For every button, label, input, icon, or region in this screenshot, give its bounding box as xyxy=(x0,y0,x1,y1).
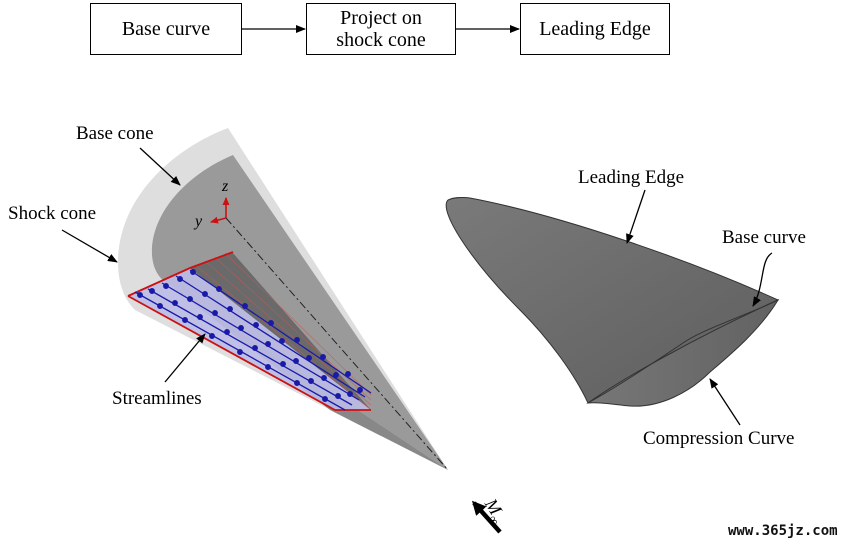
base-curve-pointer xyxy=(752,252,773,307)
flow-step-leading-edge-text: Leading Edge xyxy=(539,18,651,40)
waverider-lower-surface xyxy=(586,298,780,407)
compression-curve-pointer xyxy=(709,378,741,426)
axis-y-label: y xyxy=(195,213,203,230)
base-cone-rulings xyxy=(194,252,372,411)
streamlines-pointer xyxy=(164,333,206,383)
shock-cone-pointer xyxy=(61,229,118,263)
axis-y-arrow xyxy=(210,216,227,224)
streamline-group xyxy=(134,269,372,411)
compression-curve-label: Compression Curve xyxy=(643,428,795,449)
base-cone-label: Base cone xyxy=(76,123,154,144)
flow-step-base-curve: Base curve xyxy=(90,3,242,55)
flow-step-project: Project on shock cone xyxy=(306,3,456,55)
base-cone-pointer xyxy=(139,147,181,186)
shock-cone-label: Shock cone xyxy=(8,203,97,224)
flow-step-base-curve-text: Base curve xyxy=(121,18,211,40)
watermark: www.365jz.com xyxy=(728,523,838,539)
flow-step-project-text: Project on shock cone xyxy=(336,7,426,51)
freestream-arrow xyxy=(471,500,502,534)
axis-z-label: z xyxy=(222,178,229,195)
base-cone xyxy=(151,155,448,470)
flow-step-leading-edge: Leading Edge xyxy=(520,3,670,55)
waverider-upper-surface xyxy=(446,196,778,403)
base-curve-label: Base curve xyxy=(722,227,806,248)
streamlines-label: Streamlines xyxy=(112,388,202,409)
streamline-surface xyxy=(128,268,371,410)
waverider-outline xyxy=(445,197,780,404)
leading-edge-label: Leading Edge xyxy=(578,167,685,188)
leading-edge-pointer xyxy=(626,189,646,244)
cone-axis xyxy=(225,217,449,471)
red-base-curve xyxy=(127,251,234,297)
